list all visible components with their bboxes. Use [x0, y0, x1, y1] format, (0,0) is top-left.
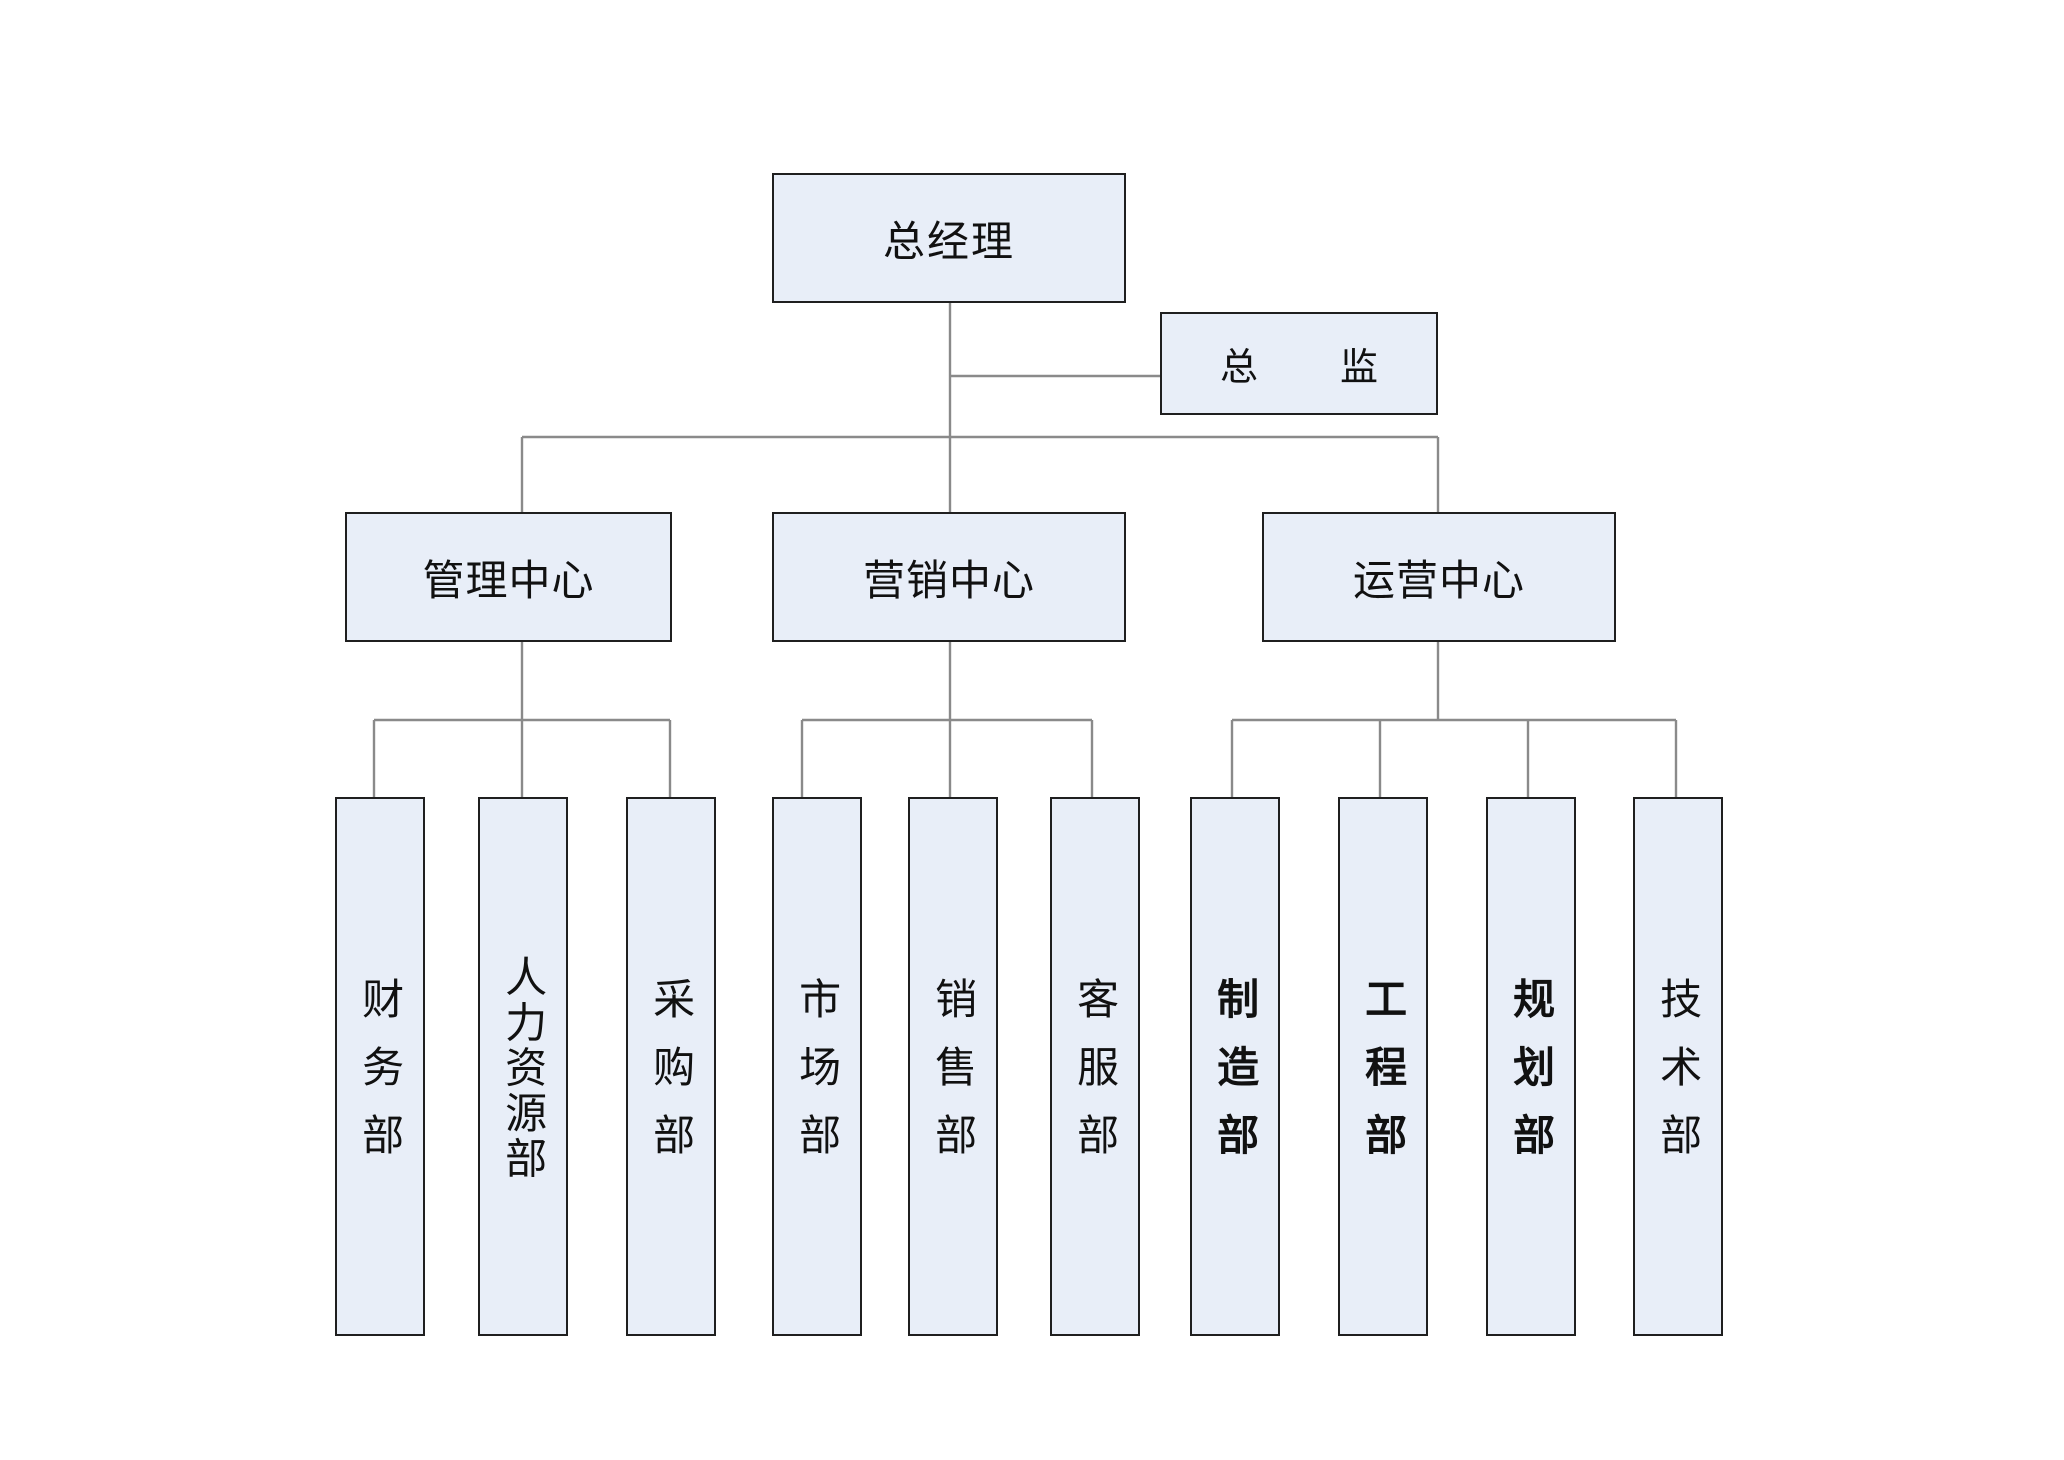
purchasing-department-box: 采购部	[626, 797, 716, 1336]
manufacturing-department-label: 制造部	[1210, 977, 1260, 1182]
service-department-label: 客服部	[1070, 977, 1120, 1182]
general-manager-label: 总经理	[882, 216, 1015, 266]
sales-department-label: 销售部	[928, 977, 978, 1182]
service-department-box: 客服部	[1050, 797, 1140, 1336]
hr-department-label: 人力资源部	[498, 954, 548, 1182]
planning-department-box: 规划部	[1486, 797, 1576, 1336]
engineering-department-label: 工程部	[1358, 977, 1408, 1182]
operations-center-label: 运营中心	[1352, 555, 1525, 605]
sales-department-box: 销售部	[908, 797, 998, 1336]
sales-center-box: 营销中心	[772, 512, 1126, 642]
finance-department-label: 财务部	[355, 977, 405, 1182]
finance-department-box: 财务部	[335, 797, 425, 1336]
director-box: 总 监	[1160, 312, 1438, 415]
market-department-label: 市场部	[792, 977, 842, 1182]
planning-department-label: 规划部	[1506, 977, 1556, 1182]
engineering-department-box: 工程部	[1338, 797, 1428, 1336]
purchasing-department-label: 采购部	[646, 977, 696, 1182]
technology-department-box: 技术部	[1633, 797, 1723, 1336]
market-department-box: 市场部	[772, 797, 862, 1336]
manufacturing-department-box: 制造部	[1190, 797, 1280, 1336]
management-center-box: 管理中心	[345, 512, 672, 642]
director-label: 总 监	[1219, 345, 1400, 389]
hr-department-box: 人力资源部	[478, 797, 568, 1336]
general-manager-box: 总经理	[772, 173, 1126, 303]
technology-department-label: 技术部	[1653, 977, 1703, 1182]
management-center-label: 管理中心	[422, 555, 595, 605]
operations-center-box: 运营中心	[1262, 512, 1616, 642]
sales-center-label: 营销中心	[862, 555, 1035, 605]
